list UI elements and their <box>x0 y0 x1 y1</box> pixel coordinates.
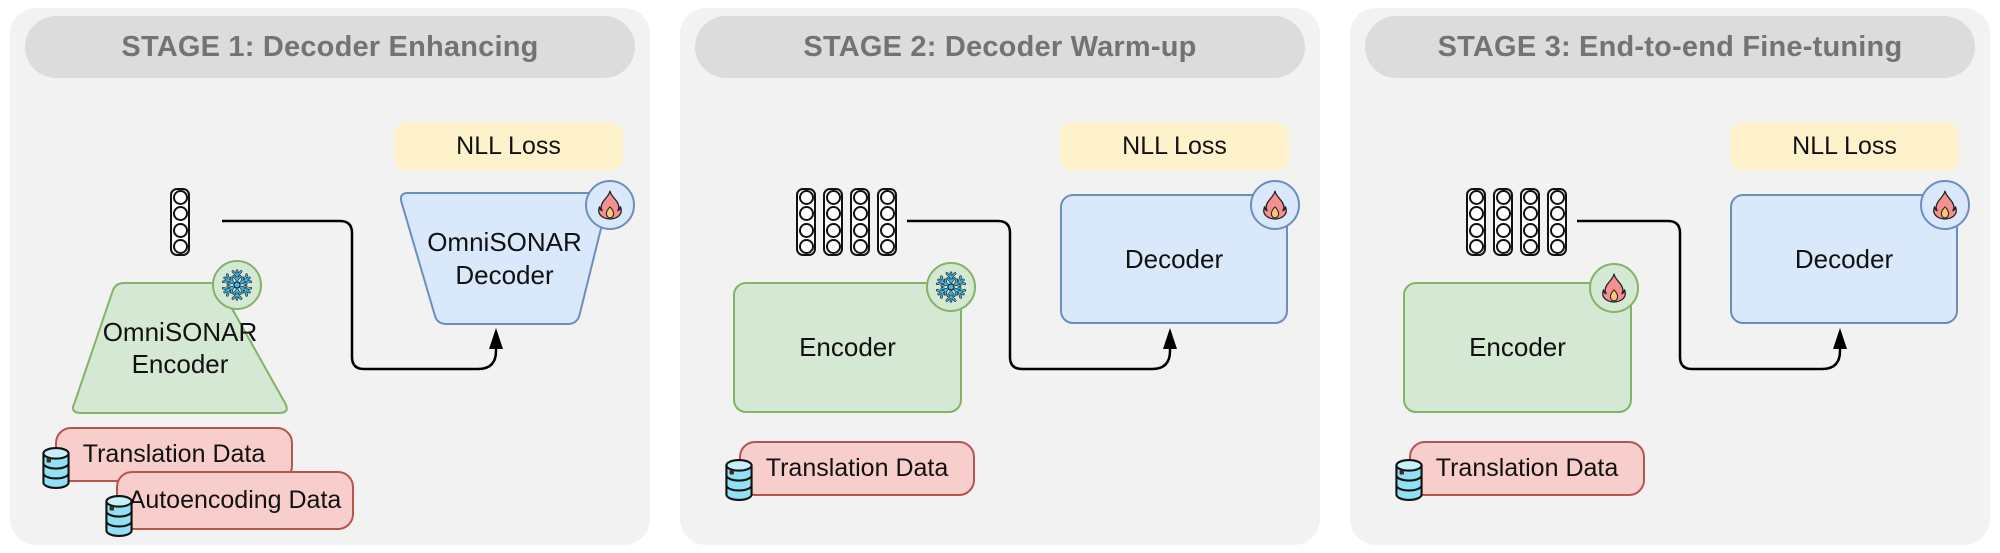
nll-loss-pill: NLL Loss <box>1060 122 1289 171</box>
embedding-tokens <box>796 188 897 256</box>
fire-icon <box>585 180 635 230</box>
token-circle <box>1549 238 1565 254</box>
token-circle <box>879 190 895 205</box>
embedding-tokens <box>170 188 190 256</box>
token-circle <box>1495 190 1511 205</box>
token-circle <box>1468 190 1484 205</box>
token-column <box>1466 188 1486 256</box>
token-column <box>1493 188 1513 256</box>
token-column <box>1520 188 1540 256</box>
token-circle <box>1549 190 1565 205</box>
fire-icon <box>1589 263 1639 313</box>
token-column <box>1547 188 1567 256</box>
token-circle <box>879 222 895 238</box>
token-circle <box>825 238 841 254</box>
token-circle <box>825 190 841 205</box>
arrowhead <box>489 328 503 349</box>
token-circle <box>1495 206 1511 222</box>
snowflake-icon <box>926 262 976 312</box>
embedding-tokens <box>1466 188 1567 256</box>
stage-3-panel: STAGE 3: End-to-end Fine-tuning NLL Loss… <box>1350 8 1990 545</box>
nll-loss-pill: NLL Loss <box>394 122 623 171</box>
fire-icon <box>1250 180 1300 230</box>
nll-loss-pill: NLL Loss <box>1730 122 1959 171</box>
fire-icon <box>1920 180 1970 230</box>
stage-2-title: STAGE 2: Decoder Warm-up <box>695 16 1305 78</box>
database-icon <box>42 447 70 489</box>
token-circle <box>1549 222 1565 238</box>
token-circle <box>798 238 814 254</box>
token-circle <box>852 206 868 222</box>
token-circle <box>879 206 895 222</box>
token-circle <box>1522 206 1538 222</box>
token-column <box>170 188 190 256</box>
token-circle <box>172 206 188 222</box>
token-circle <box>798 190 814 205</box>
translation-data-pill: Translation Data <box>739 441 975 496</box>
stage-2-panel: STAGE 2: Decoder Warm-up NLL Loss Encode… <box>680 8 1320 545</box>
token-circle <box>172 222 188 238</box>
snowflake-icon <box>212 260 262 310</box>
database-icon <box>725 459 753 501</box>
arrowhead <box>1833 328 1847 349</box>
token-circle <box>852 222 868 238</box>
token-circle <box>825 206 841 222</box>
token-circle <box>798 222 814 238</box>
token-circle <box>172 238 188 254</box>
token-circle <box>1522 238 1538 254</box>
encoder-box: Encoder <box>733 282 962 413</box>
token-circle <box>1495 238 1511 254</box>
token-circle <box>172 190 188 205</box>
token-circle <box>1522 190 1538 205</box>
decoder-label: OmniSONAR Decoder <box>427 227 582 290</box>
token-circle <box>1522 222 1538 238</box>
token-circle <box>825 222 841 238</box>
token-circle <box>879 238 895 254</box>
stage-1-panel: STAGE 1: Decoder Enhancing NLL Loss Omni… <box>10 8 650 545</box>
token-circle <box>1468 238 1484 254</box>
arrowhead <box>1163 328 1177 349</box>
token-column <box>796 188 816 256</box>
translation-data-pill: Translation Data <box>1409 441 1645 496</box>
token-circle <box>798 206 814 222</box>
stage-3-title: STAGE 3: End-to-end Fine-tuning <box>1365 16 1975 78</box>
database-icon <box>105 495 133 537</box>
token-column <box>823 188 843 256</box>
token-circle <box>852 238 868 254</box>
token-circle <box>1468 222 1484 238</box>
database-icon <box>1395 459 1423 501</box>
token-circle <box>852 190 868 205</box>
token-column <box>850 188 870 256</box>
token-circle <box>1549 206 1565 222</box>
encoder-label: OmniSONAR Encoder <box>102 316 258 380</box>
stage-1-title: STAGE 1: Decoder Enhancing <box>25 16 635 78</box>
autoencoding-data-pill: Autoencoding Data <box>116 471 354 530</box>
token-circle <box>1468 206 1484 222</box>
token-circle <box>1495 222 1511 238</box>
token-column <box>877 188 897 256</box>
